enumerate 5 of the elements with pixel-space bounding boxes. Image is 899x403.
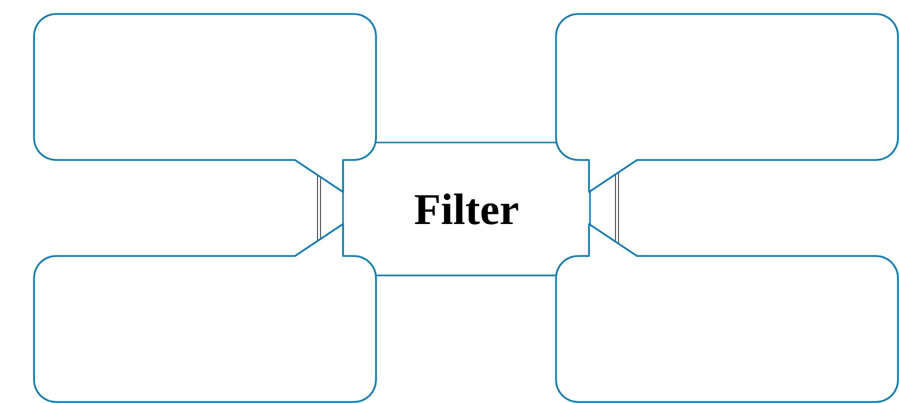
filter-box: Filter (317, 142, 619, 276)
callout-box (33, 13, 377, 193)
callout-box (33, 223, 377, 403)
callout-box (555, 13, 899, 193)
callout-box (555, 223, 899, 403)
